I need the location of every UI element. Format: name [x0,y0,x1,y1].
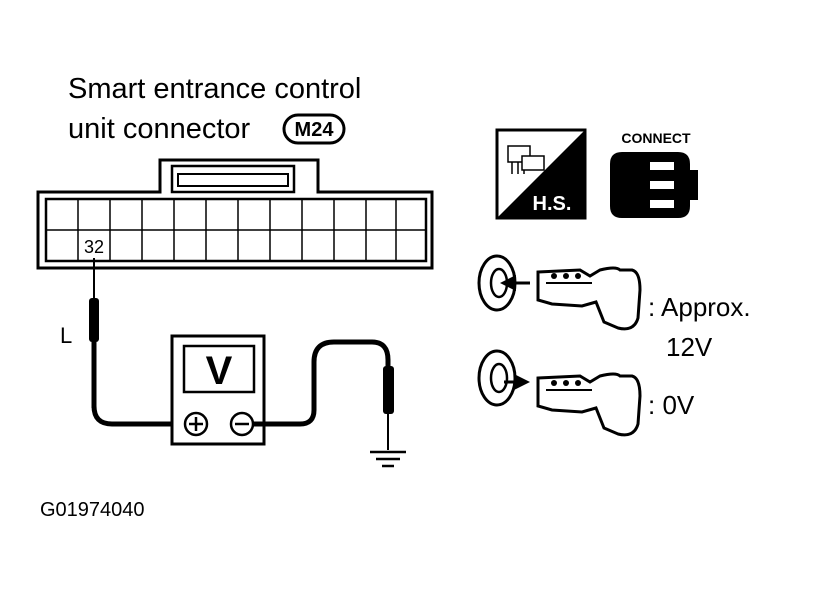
title-line-2: unit connector [68,113,251,145]
ground-symbol-icon [370,450,406,468]
probe-lead-positive [89,258,186,427]
connector-id-badge: M24 [282,113,346,145]
connect-label: CONNECT [621,130,691,146]
connect-icon: CONNECT [610,130,698,218]
key-on-result-line-2: 12V [666,332,713,362]
key-off-result: : 0V [648,390,695,420]
figure-id: G01974040 [40,499,145,521]
voltmeter: V [170,334,266,446]
connector-body: 32 [36,158,434,270]
meter-display-label: V [206,349,233,393]
wire-color-label: L [60,323,72,348]
connector-pin-grid [46,199,426,261]
hs-icon: H.S. [495,128,587,220]
pin-number: 32 [84,237,104,257]
harness-connector-icon [507,145,545,174]
ignition-key-off-icon [477,349,642,437]
probe-lead-negative [253,339,394,450]
positive-terminal-icon [183,411,209,437]
negative-terminal-icon [229,411,255,437]
ignition-key-on-icon [477,254,642,331]
title-line-1: Smart entrance control [68,73,361,105]
connector-id: M24 [295,119,335,141]
key-on-result-line-1: : Approx. [648,292,751,322]
hs-label: H.S. [533,193,572,215]
